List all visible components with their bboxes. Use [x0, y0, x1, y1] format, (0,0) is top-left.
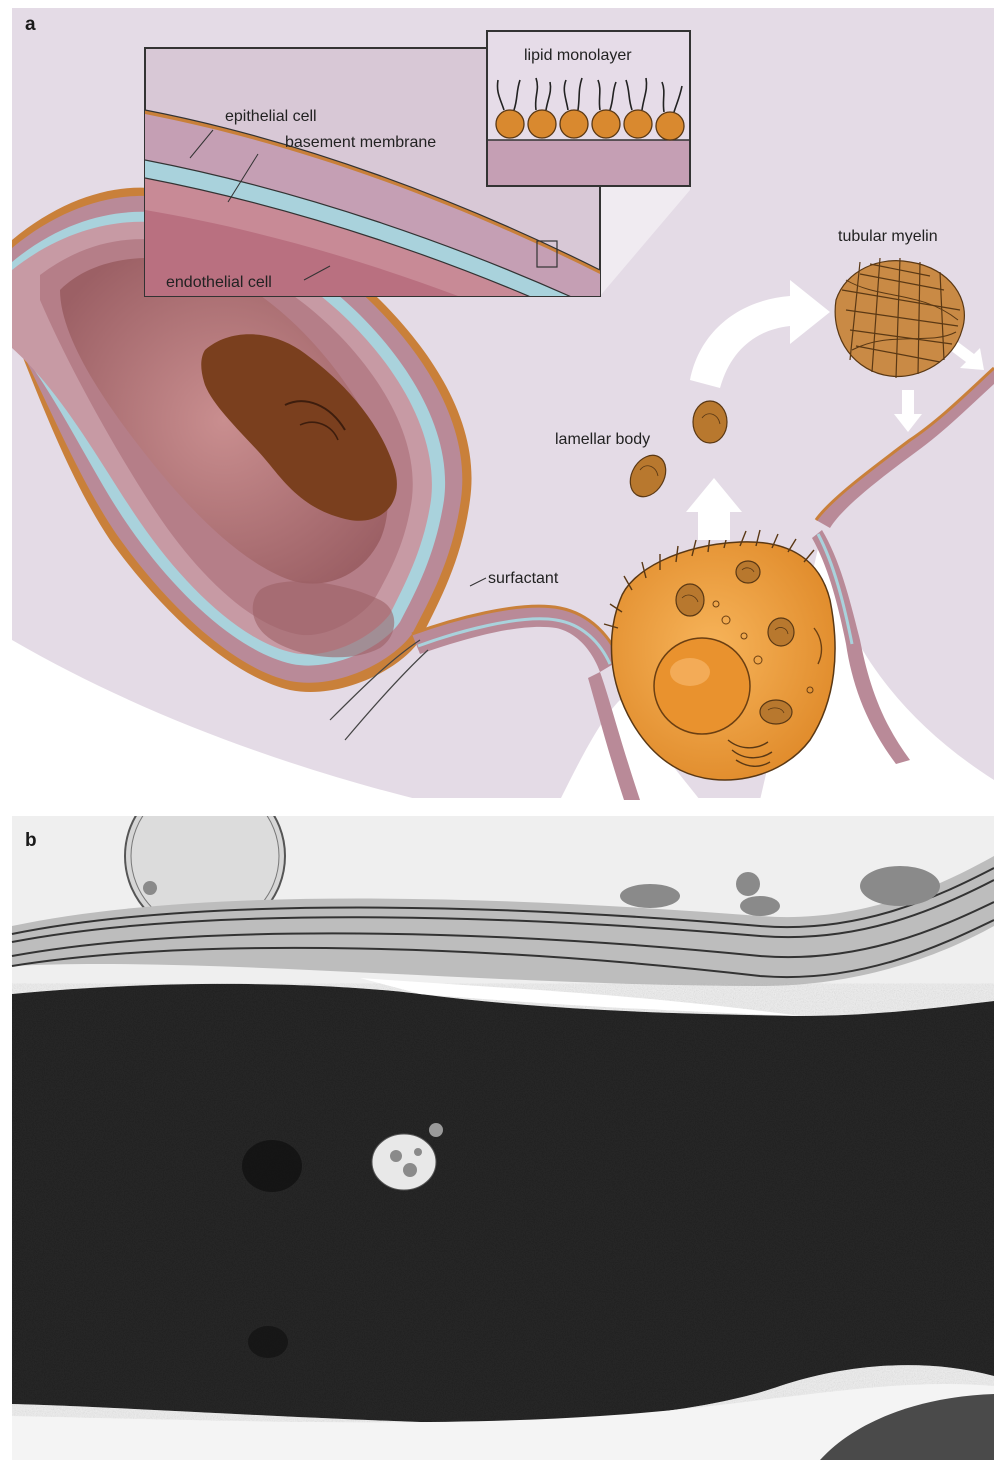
- panel-b-letter: b: [25, 830, 37, 852]
- panel-a-illustration: lipid monolayer epithelial cell basement…: [0, 0, 994, 812]
- alveolus-illustration: lipid monolayer epithelial cell basement…: [0, 0, 994, 812]
- label-lipid-monolayer: lipid monolayer: [524, 47, 632, 64]
- inclusion-vesicle: [372, 1134, 436, 1190]
- panel-b-micrograph: b: [0, 816, 994, 1460]
- label-surfactant: surfactant: [488, 570, 559, 587]
- label-epithelial-cell: epithelial cell: [225, 108, 317, 125]
- label-endothelial-cell: endothelial cell: [166, 274, 272, 291]
- electron-micrograph: [0, 816, 994, 1460]
- label-tubular-myelin: tubular myelin: [838, 228, 938, 245]
- red-blood-cell-dark: [12, 984, 994, 1423]
- type-ii-nucleus: [654, 638, 750, 734]
- label-lamellar-body: lamellar body: [555, 431, 650, 448]
- label-basement-membrane: basement membrane: [285, 134, 436, 151]
- lamellar-body: [693, 401, 727, 443]
- panel-a-letter: a: [25, 14, 36, 36]
